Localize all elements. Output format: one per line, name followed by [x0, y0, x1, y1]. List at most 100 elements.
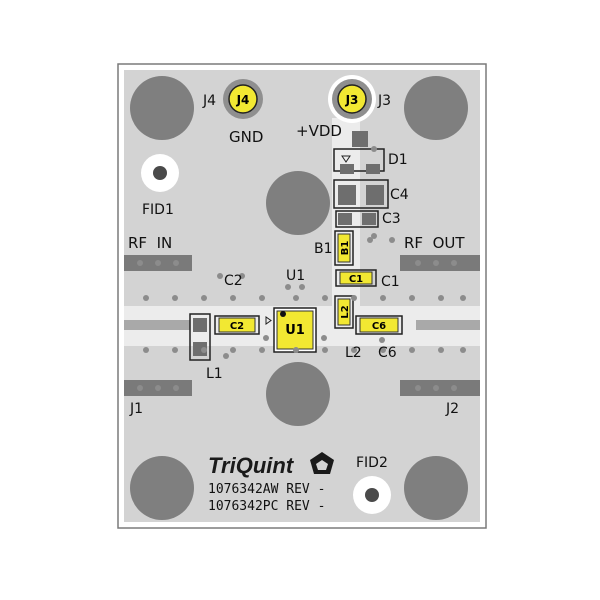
via	[380, 295, 386, 301]
label-u1-top: U1	[286, 268, 305, 284]
label-rf-out: RF OUT	[404, 234, 465, 252]
via	[438, 347, 444, 353]
via	[389, 237, 395, 243]
via	[409, 295, 415, 301]
c2-component-label: C2	[230, 321, 244, 332]
via	[285, 284, 291, 290]
c1-outline	[335, 269, 377, 287]
label-rf-in: RF IN	[128, 234, 172, 252]
via	[173, 260, 179, 266]
label-gnd: GND	[229, 128, 263, 146]
rf-out-connector-pad	[400, 255, 480, 271]
j3-pad-label: J3	[345, 93, 359, 107]
c4-pad-right	[366, 185, 384, 205]
via	[451, 260, 457, 266]
d1-polarity-icon	[341, 155, 351, 163]
label-l1: L1	[206, 366, 223, 382]
c2-outline	[214, 315, 260, 335]
via	[263, 335, 269, 341]
mounting-hole-bottom-left	[130, 456, 194, 520]
mounting-hole-upper-center	[266, 171, 330, 235]
c1-component-label: C1	[349, 274, 363, 285]
l2-component-label: L2	[340, 305, 351, 318]
via	[155, 385, 161, 391]
label-vdd: +VDD	[296, 122, 342, 140]
via	[143, 347, 149, 353]
via	[371, 233, 377, 239]
via	[321, 335, 327, 341]
l1-outline	[189, 313, 211, 361]
via	[230, 295, 236, 301]
b1-component	[337, 233, 351, 263]
c2-component	[218, 317, 256, 333]
via	[217, 273, 223, 279]
via	[137, 385, 143, 391]
c6-outline	[355, 315, 403, 335]
via	[433, 260, 439, 266]
d1-pad-right	[366, 164, 380, 174]
via	[451, 385, 457, 391]
via	[351, 347, 357, 353]
via	[201, 295, 207, 301]
via	[172, 295, 178, 301]
fid1-fiducial-dot	[153, 166, 167, 180]
b1-outline	[334, 230, 354, 266]
via	[293, 347, 299, 353]
d1-outline	[333, 148, 385, 172]
via	[415, 260, 421, 266]
d1-pad-left	[340, 164, 354, 174]
c6-component	[359, 317, 399, 333]
label-fid2: FID2	[356, 455, 388, 471]
via	[438, 295, 444, 301]
u1-chip	[276, 310, 314, 350]
board-surface	[124, 70, 480, 522]
via	[259, 347, 265, 353]
part-number-pc: 1076342PC REV -	[208, 499, 325, 514]
c4-pad-left	[338, 185, 356, 205]
c3-outline	[335, 210, 379, 228]
part-number-aw: 1076342AW REV -	[208, 482, 325, 497]
via	[380, 347, 386, 353]
label-j2: J2	[445, 401, 459, 417]
via-group	[137, 146, 466, 391]
via	[293, 295, 299, 301]
l2-outline	[334, 295, 354, 329]
c3-pad-right	[362, 213, 376, 225]
mounting-hole-top-left	[130, 76, 194, 140]
label-j3: J3	[377, 93, 391, 109]
u1-pin1-marker-icon	[265, 316, 272, 325]
mounting-hole-lower-center	[266, 362, 330, 426]
via	[143, 295, 149, 301]
via	[299, 284, 305, 290]
pentagon-logo-inner-icon	[316, 460, 328, 470]
mounting-hole-top-right	[404, 76, 468, 140]
via	[172, 347, 178, 353]
c6-component-label: C6	[372, 321, 386, 332]
via	[201, 347, 207, 353]
c3-pad-left	[338, 213, 352, 225]
via	[460, 295, 466, 301]
via	[173, 385, 179, 391]
via	[460, 347, 466, 353]
via	[322, 347, 328, 353]
j3-connector-pad	[337, 84, 367, 114]
via	[322, 295, 328, 301]
via	[379, 337, 385, 343]
fid2-fiducial-dot	[365, 488, 379, 502]
label-c1: C1	[381, 274, 400, 290]
brand-logo-text: TriQuint	[208, 453, 295, 478]
via	[415, 385, 421, 391]
j4-connector-pad	[228, 84, 258, 114]
via	[155, 260, 161, 266]
via	[230, 347, 236, 353]
u1-chip-label: U1	[285, 323, 305, 338]
b1-component-label: B1	[340, 241, 351, 256]
label-c3: C3	[382, 211, 401, 227]
label-d1: D1	[388, 152, 408, 168]
mounting-hole-bottom-right	[404, 456, 468, 520]
via	[223, 353, 229, 359]
d1-top-pad	[352, 131, 368, 147]
l1-pad-top	[193, 318, 207, 332]
label-j1: J1	[129, 401, 143, 417]
